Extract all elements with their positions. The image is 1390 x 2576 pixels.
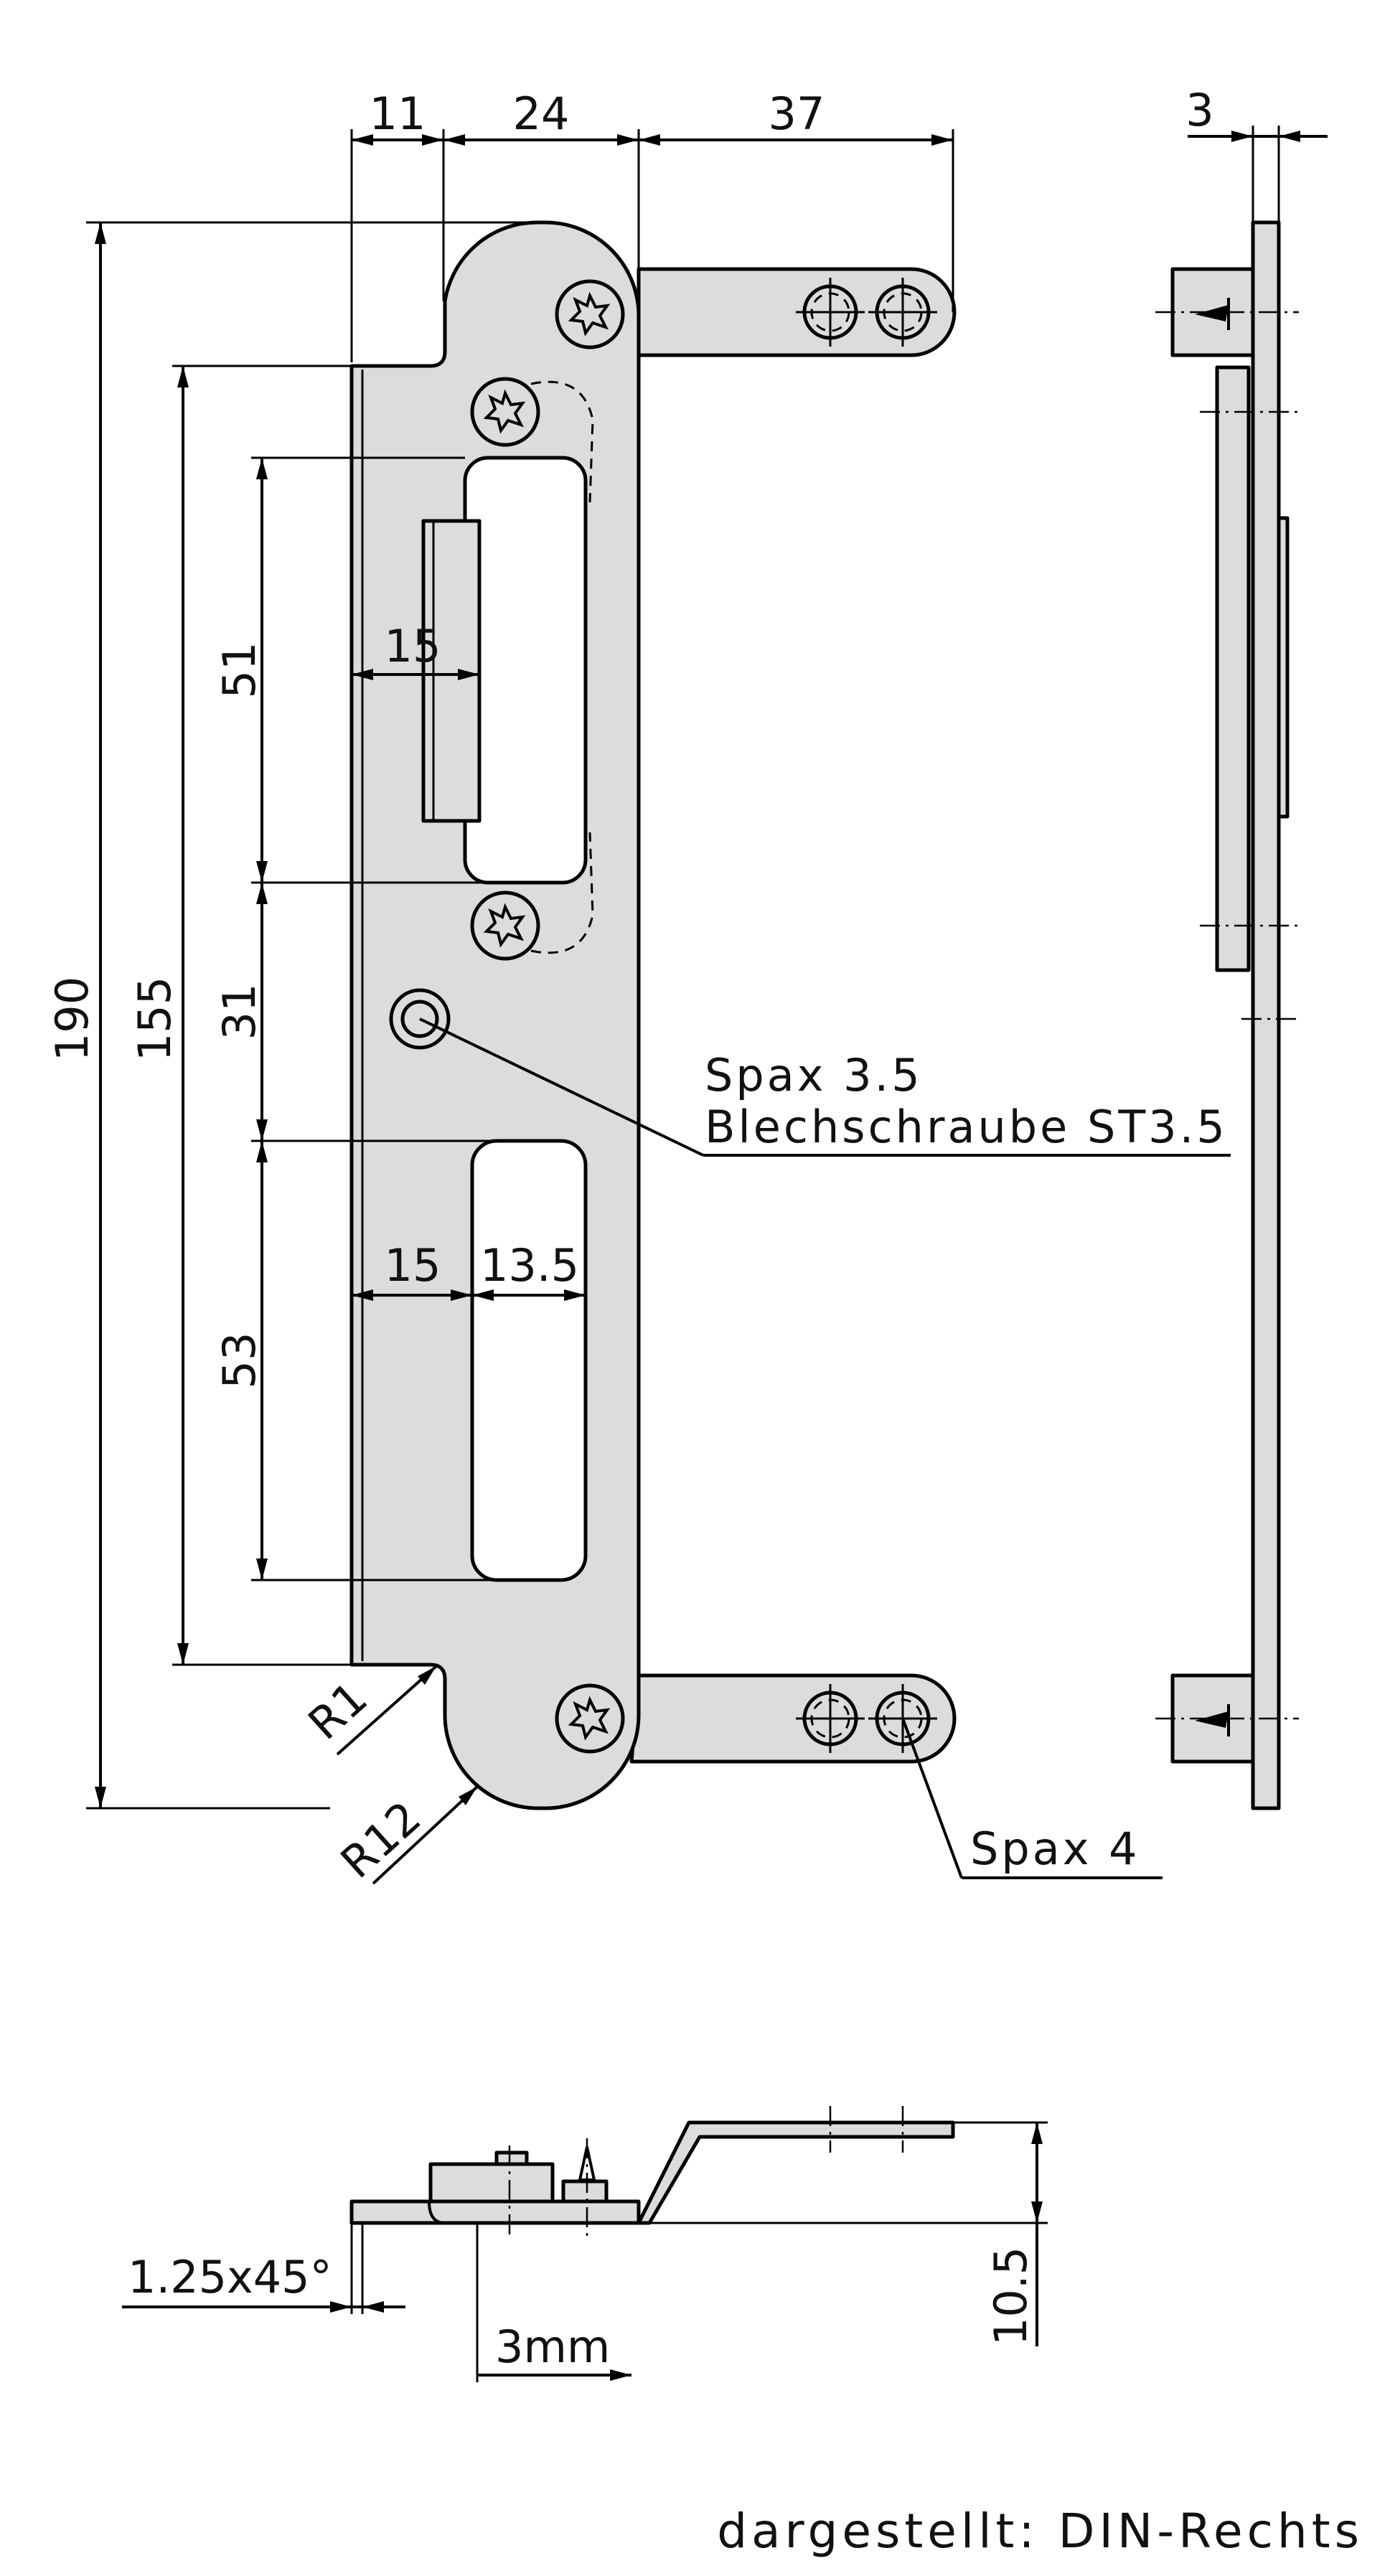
dim-3: 3 xyxy=(1185,84,1213,136)
bottom-mounting-tab xyxy=(629,1673,957,1764)
dim-chamfer: 1.25x45° xyxy=(128,2251,332,2303)
dim-r12: R12 xyxy=(331,1791,431,1889)
dim-51: 51 xyxy=(213,642,266,699)
dim-10-5: 10.5 xyxy=(985,2247,1037,2346)
dim-53: 53 xyxy=(213,1332,266,1389)
dim-3mm: 3mm xyxy=(495,2321,610,2373)
screw-top xyxy=(557,281,623,347)
dim-190: 190 xyxy=(46,977,98,1061)
dim-r1: R1 xyxy=(299,1671,377,1749)
upper-slot xyxy=(463,456,588,885)
bottom-view: 10.5 1.25x45° 3mm xyxy=(122,2106,1048,2382)
dim-24: 24 xyxy=(513,88,570,140)
dim-15-upper: 15 xyxy=(385,620,441,672)
note-spax-4: Spax 4 xyxy=(970,1823,1140,1875)
side-view: 3 xyxy=(1155,84,1328,1810)
screw-middle xyxy=(472,893,538,959)
dim-11: 11 xyxy=(370,88,426,140)
dim-15-lower: 15 xyxy=(385,1239,441,1292)
lower-slot xyxy=(470,1139,588,1582)
dim-37: 37 xyxy=(769,88,825,140)
dim-155: 155 xyxy=(128,977,181,1061)
screw-upper xyxy=(472,379,538,445)
note-spax-3-5: Spax 3.5 xyxy=(705,1049,923,1101)
screw-bottom xyxy=(557,1686,623,1752)
dim-31: 31 xyxy=(213,984,266,1040)
front-view: 11 24 37 190 155 51 31 53 xyxy=(46,88,1231,1889)
dim-13-5: 13.5 xyxy=(480,1239,579,1292)
shown-as-caption: dargestellt: DIN-Rechts xyxy=(717,2504,1363,2559)
note-blechschraube: Blechschraube ST3.5 xyxy=(705,1101,1228,1153)
